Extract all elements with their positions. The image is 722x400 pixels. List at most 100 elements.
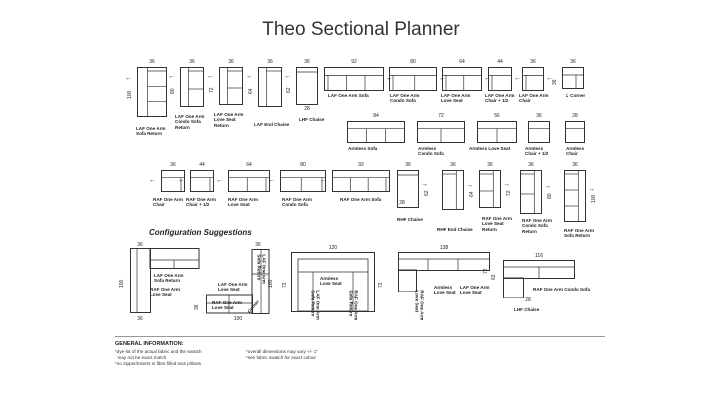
arrow-left-icon: ←: [149, 177, 156, 184]
row1-width-3: 36: [267, 59, 273, 65]
config1-width: 36: [137, 242, 143, 248]
row2-piece-2: [477, 121, 517, 143]
row2-width-3: 36: [536, 113, 542, 119]
row3-width-8: 36: [528, 162, 534, 168]
row1-height-2: 72: [209, 87, 215, 93]
row1-piece-1: [180, 67, 204, 107]
row3-width-0: 36: [170, 162, 176, 168]
config5-width: 116: [535, 253, 543, 259]
row3-width-7: 36: [487, 162, 493, 168]
page-title: Theo Sectional Planner: [262, 19, 460, 40]
arrow-right-icon: →: [421, 181, 428, 189]
row1-piece-2: [219, 67, 243, 105]
row3-width-5: 36: [405, 162, 411, 168]
config4-height: 72: [483, 268, 489, 274]
config-4: [398, 252, 490, 292]
arrow-left-icon: ←: [514, 75, 521, 82]
row1-label-3: LAF End Chaise: [254, 122, 290, 127]
row3-depth-5: 28: [399, 200, 405, 206]
arrow-right-icon: →: [466, 182, 473, 189]
arrow-left-icon: ←: [284, 72, 291, 80]
row2-piece-3: [528, 121, 550, 143]
config1-width2: 36: [137, 316, 143, 322]
config2-corner-h: 36: [194, 304, 200, 310]
row3-piece-5: [397, 170, 419, 208]
row2-width-1: 72: [438, 113, 444, 119]
row2-width-0: 84: [373, 113, 379, 119]
arrow-right-icon: →: [503, 181, 510, 189]
config-3: [291, 252, 375, 312]
row1-label-10: ⇣ Corner: [565, 93, 586, 98]
row1-width-10: 36: [570, 59, 576, 65]
row1-width-6: 80: [410, 59, 416, 65]
row2-label-2: Armless Love Seat: [469, 146, 511, 151]
row1-height-4: 62: [286, 87, 292, 93]
row1-piece-7: [442, 67, 482, 91]
row3-label-6: RHF End Chaise: [437, 227, 473, 232]
row2-width-2: 56: [494, 113, 500, 119]
arrow-left-icon: ←: [268, 177, 275, 184]
row1-piece-10: [562, 67, 584, 89]
config5-depth: 28: [525, 297, 531, 303]
row2-piece-0: [347, 121, 405, 143]
row1-piece-4: [296, 67, 318, 105]
row1-height-10: 36: [552, 79, 558, 85]
row1-piece-0: [137, 67, 167, 117]
row3-width-6: 36: [450, 162, 456, 168]
row1-width-9: 36: [530, 59, 536, 65]
config5-label: RAF One Arm Condo Sofa: [533, 287, 590, 292]
arrow-left-icon: ←: [320, 177, 327, 184]
config-5: [503, 260, 575, 298]
config2-width2: 36: [255, 242, 261, 248]
arrow-right-icon: →: [588, 185, 595, 193]
notes-left: *dye-lot of the actual fabric and the sw…: [115, 349, 202, 366]
config-2: [206, 249, 270, 314]
row3-piece-1: [190, 170, 214, 192]
config1-height: 100: [119, 279, 125, 288]
row3-width-3: 80: [300, 162, 306, 168]
arrow-right-icon: →: [544, 183, 551, 191]
row1-piece-3: [258, 67, 282, 107]
row1-label-5: LAF One Arm Sofa: [328, 93, 369, 98]
row1-piece-8: [488, 67, 512, 91]
row3-piece-4: [332, 170, 390, 192]
row2-width-4: 28: [572, 113, 578, 119]
config2-width: 100: [233, 316, 243, 322]
arrow-left-icon: ←: [216, 177, 223, 184]
row1-piece-6: [389, 67, 437, 91]
notes-right: *overall dimensions may vary +/- 1" *see…: [246, 349, 318, 360]
general-info-heading: GENERAL INFORMATION:: [115, 341, 184, 347]
row3-piece-6: [442, 170, 464, 210]
config5-height: 62: [491, 274, 497, 280]
row1-height-3: 64: [248, 88, 254, 94]
row3-label-5: RHF Chaise: [397, 217, 423, 222]
row1-height-0: 100: [127, 90, 133, 99]
row1-width-2: 36: [228, 59, 234, 65]
configuration-heading: Configuration Suggestions: [149, 228, 252, 237]
config3-height2: 72: [378, 282, 384, 288]
config4-width: 138: [439, 245, 449, 251]
row2-piece-1: [417, 121, 465, 143]
